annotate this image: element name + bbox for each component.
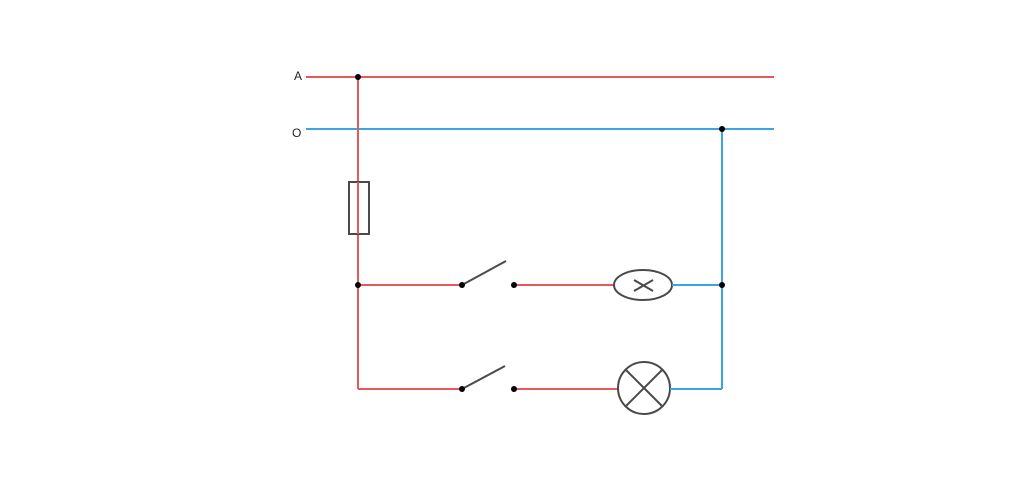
phase-line-label: A bbox=[294, 69, 302, 83]
junction-node bbox=[355, 74, 361, 80]
neutral-line-label: O bbox=[292, 126, 301, 140]
switch-terminal-node bbox=[511, 386, 517, 392]
lamp-circle-cross-b bbox=[625, 369, 663, 407]
lamp-oval-cross-b bbox=[633, 279, 654, 292]
switch-terminal-node bbox=[459, 386, 465, 392]
junction-node bbox=[355, 282, 361, 288]
junction-node bbox=[719, 282, 725, 288]
junction-node bbox=[719, 126, 725, 132]
switch-terminal-node bbox=[459, 282, 465, 288]
switch-open-icon bbox=[461, 365, 506, 390]
switch-terminal-node bbox=[511, 282, 517, 288]
switch-open-icon bbox=[461, 260, 507, 286]
